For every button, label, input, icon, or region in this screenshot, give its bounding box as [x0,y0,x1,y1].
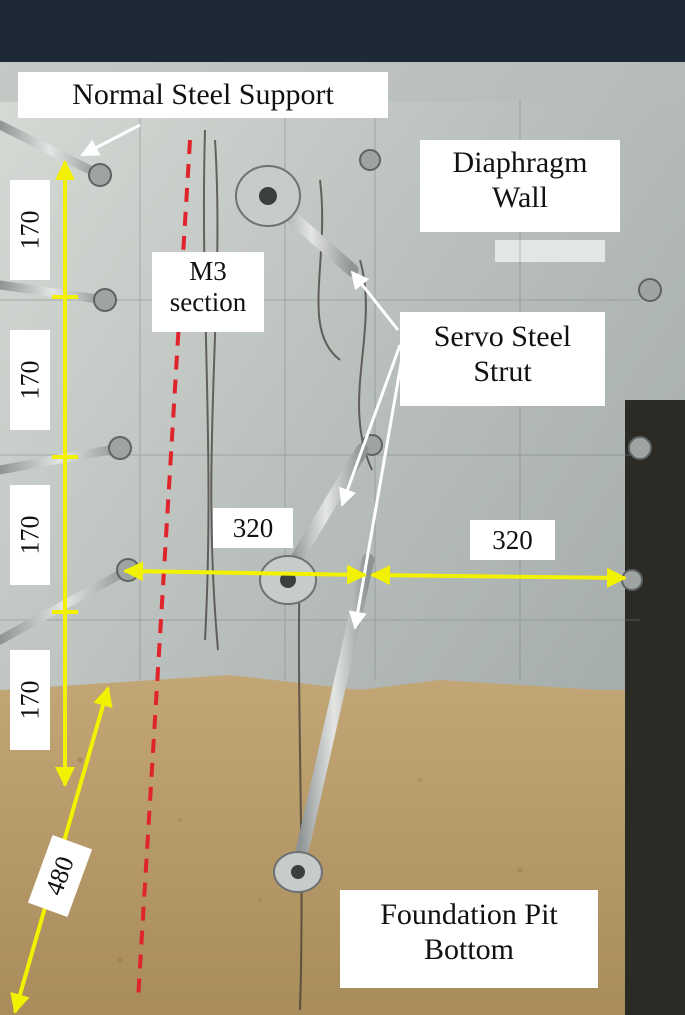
label-m3-section: M3 section [152,252,264,332]
dimension-label-320-right: 320 [470,520,555,560]
label-text-line1: Diaphragm [452,146,588,179]
dimension-label-170-4: 170 [10,650,50,750]
dimension-text: 170 [15,680,45,720]
dimension-text: 320 [232,513,274,543]
dimension-text: 480 [39,852,80,900]
label-text-line1: Foundation Pit [380,898,558,931]
dimension-label-170-1: 170 [10,180,50,280]
dimension-text: 320 [492,525,533,555]
dimension-text: 170 [15,360,45,400]
label-text-line2: Bottom [423,932,514,966]
dimension-text: 170 [15,210,45,250]
top-frame [0,0,685,62]
label-text: Normal Steel Support [72,78,334,111]
servo-arrow-1 [350,270,400,331]
dimension-label-170-3: 170 [10,485,50,585]
horizontal-dimension-line-right [370,565,627,588]
dimension-label-320-left: 320 [213,508,293,548]
label-text-line1: Servo Steel [433,320,572,353]
label-text-line2: section [169,287,247,318]
label-text-line2: Strut [473,354,532,388]
label-text-line2: Wall [492,180,548,214]
normal-support-arrow [80,123,141,157]
dimension-label-170-2: 170 [10,330,50,430]
label-diaphragm-wall: Diaphragm Wall [420,140,620,232]
label-servo-steel-strut: Servo Steel Strut [400,312,605,406]
dimension-text: 170 [15,515,45,555]
label-normal-steel-support: Normal Steel Support [18,72,388,118]
label-foundation-pit-bottom: Foundation Pit Bottom [340,890,598,988]
horizontal-dimension-line-left [123,561,367,585]
right-frame [625,400,685,1015]
servo-arrow-2 [339,344,402,507]
label-text-line1: M3 [189,256,227,286]
